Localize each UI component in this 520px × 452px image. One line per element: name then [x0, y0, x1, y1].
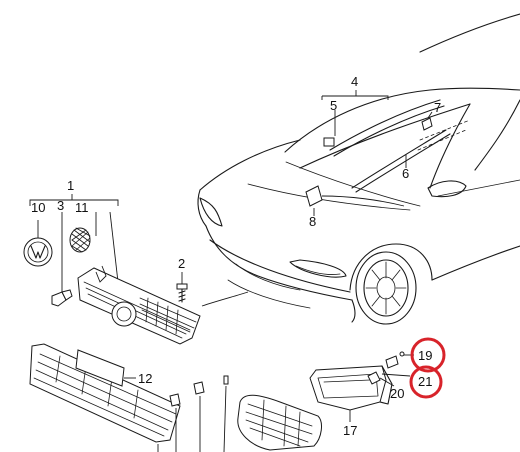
emblem-badge [23, 220, 53, 267]
callout-5: 5 [330, 98, 337, 113]
callout-20: 20 [390, 386, 404, 401]
callout-8: 8 [309, 214, 316, 229]
hood-bracket-part [305, 185, 405, 216]
upper-grille-assembly-bracket [29, 194, 119, 294]
license-plate-bracket [75, 349, 136, 387]
highlight-circle-19 [410, 337, 446, 373]
side-air-grille [237, 394, 322, 451]
callout-11: 11 [75, 200, 89, 215]
upper-grille [77, 265, 249, 345]
fog-light-cover [309, 365, 393, 422]
callout-1: 1 [67, 178, 74, 193]
highlight-markers [409, 337, 446, 399]
clip-part [51, 289, 73, 307]
lower-grille [29, 343, 181, 443]
callout-12: 12 [138, 371, 152, 386]
callout-21: 21 [418, 374, 432, 389]
callout-7: 7 [434, 100, 441, 115]
windshield-molding-assembly [321, 90, 471, 193]
screw-part [176, 272, 188, 303]
callout-17: 17 [343, 423, 357, 438]
emblem-carrier-mesh [69, 227, 91, 253]
callout-4: 4 [351, 74, 358, 89]
callout-6: 6 [402, 166, 409, 181]
callout-2: 2 [178, 256, 185, 271]
car-body [197, 13, 520, 325]
highlight-circle-21 [409, 365, 443, 399]
callout-10: 10 [31, 200, 45, 215]
callout-19: 19 [418, 348, 432, 363]
callout-3: 3 [57, 198, 64, 213]
callout-labels: 1 2 3 4 5 6 7 8 10 11 12 17 19 20 21 [31, 74, 441, 438]
lower-grille-clips [157, 375, 229, 452]
